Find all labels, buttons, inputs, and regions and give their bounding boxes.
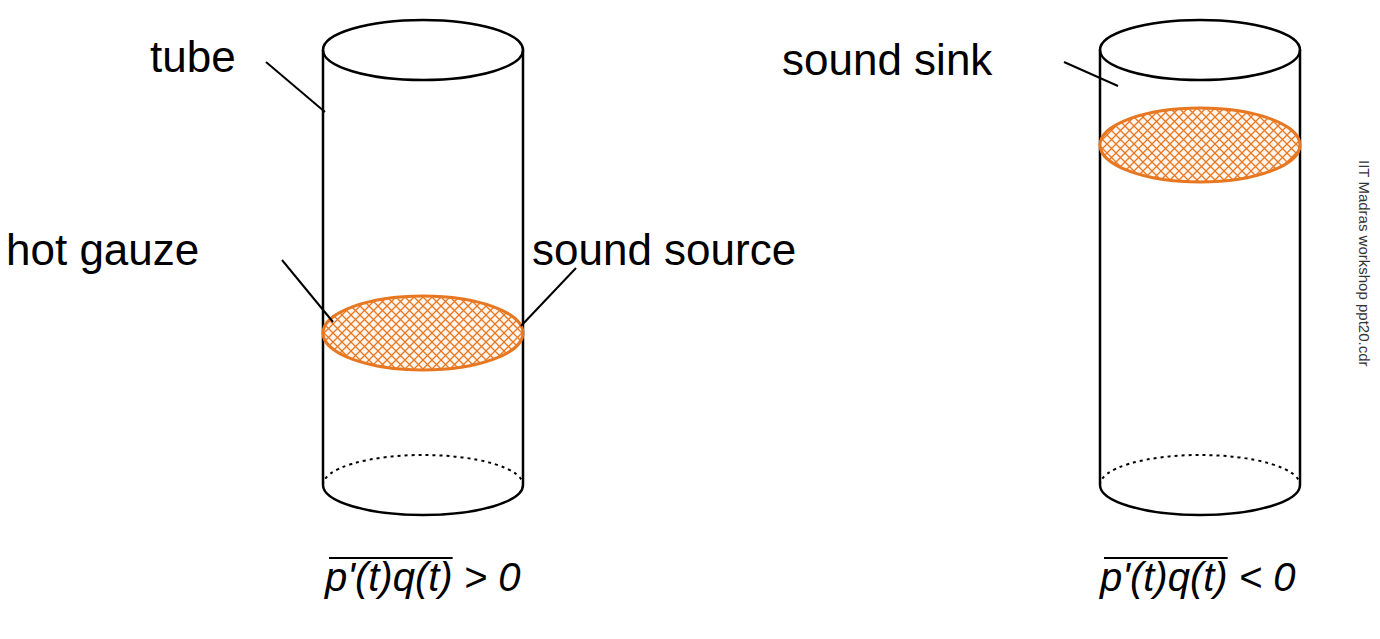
formula-label: p'(t)q(t) < 0	[1100, 555, 1295, 599]
part-label: sound sink	[782, 36, 992, 84]
tube-right	[1100, 20, 1300, 515]
part-label: sound source	[532, 226, 796, 274]
part-label: hot gauze	[6, 226, 199, 274]
hot-gauze	[323, 296, 523, 370]
part-label: tube	[150, 33, 236, 81]
sound-sink-gauze	[1100, 108, 1300, 182]
watermark: IIT Madras workshop ppt20.cdr	[1356, 160, 1373, 366]
formula-label: p'(t)q(t) > 0	[325, 555, 520, 599]
tube-left	[323, 20, 523, 515]
leader-lines	[266, 62, 1118, 326]
